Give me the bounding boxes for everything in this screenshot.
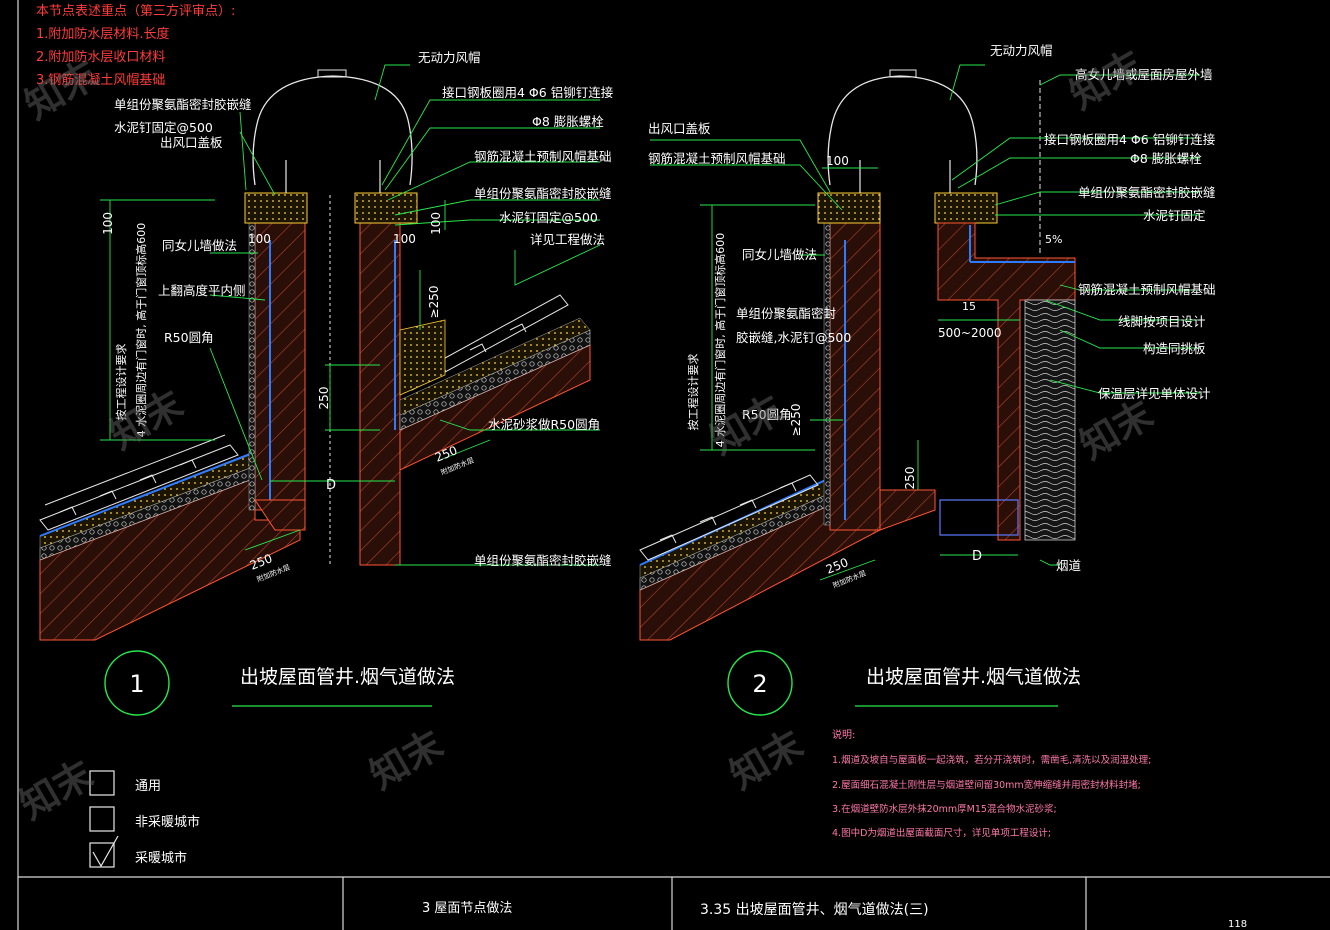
notes-heading: 说明: (832, 728, 855, 741)
label-fillet: R50圆角 (742, 407, 792, 422)
watermark: 知末 (1063, 42, 1151, 118)
label-cap: 无动力风帽 (990, 43, 1053, 58)
label-nail-right: 水泥钉固定@500 (499, 210, 598, 225)
dim-250-right: ≥250 (427, 286, 441, 319)
label-high-wall: 高女儿墙或屋面房屋外墙 (1075, 67, 1213, 82)
watermark: 知末 (1073, 392, 1161, 468)
page-number: 118 (1228, 919, 1247, 930)
note-item: 2.屋面细石混凝土刚性层与烟道壁间留30mm宽伸缩缝并用密封材料封堵; (832, 779, 1141, 791)
dim-slope: 5% (1045, 233, 1062, 246)
dim-d: D (326, 478, 336, 493)
label-outlet-cover: 出风口盖板 (648, 121, 711, 136)
dim-d: D (972, 549, 982, 564)
label-bolt: Φ8 膨胀螺栓 (1130, 151, 1202, 166)
dim-250-right: ≥250 (789, 404, 803, 437)
detail-1-number: 1 (129, 670, 144, 698)
label-sealant-mid: 单组份聚氨酯密封 (736, 306, 836, 321)
detail-2-title: 出坡屋面管井.烟气道做法 (866, 666, 1081, 688)
dim-100: 100 (429, 212, 443, 235)
vertical-note: 按工程设计要求 (686, 354, 700, 431)
label-nail-left: 水泥钉固定@500 (114, 120, 213, 135)
vertical-note: 按工程设计要求 (114, 344, 128, 421)
label-outlet-cover: 出风口盖板 (160, 135, 223, 150)
label-flue: 烟道 (1056, 558, 1082, 573)
legend-label: 非采暖城市 (135, 814, 200, 830)
label-ring-rivet: 接口钢板圈用4 Φ6 铝铆钉连接 (442, 85, 614, 100)
review-item: 3.钢筋混凝土风帽基础 (36, 72, 165, 88)
dim-250-vertical: 250 (317, 387, 331, 410)
label-sealant: 单组份聚氨酯密封胶嵌缝 (1078, 185, 1216, 200)
legend-boxes (89, 770, 119, 868)
label-cap: 无动力风帽 (418, 50, 481, 65)
watermark: 知末 (723, 722, 811, 798)
label-sealant-bottom: 单组份聚氨酯密封胶嵌缝 (474, 553, 612, 568)
dim-100: 100 (101, 212, 115, 235)
watermark: 知末 (363, 722, 451, 798)
label-rc-base-right: 钢筋混凝土预制风帽基础 (1078, 282, 1216, 297)
label-project: 详见工程做法 (530, 232, 605, 247)
label-insulation: 保温层详见单体设计 (1098, 386, 1211, 401)
dim-100: 100 (248, 232, 271, 246)
watermark: 知末 (13, 752, 101, 828)
dim-250: 250 (824, 555, 850, 577)
label-footing: 线脚按项目设计 (1118, 314, 1206, 329)
label-sealant-top: 单组份聚氨酯密封胶嵌缝 (114, 97, 252, 112)
label-fillet: R50圆角 (164, 330, 214, 345)
vertical-note: 4 水泥圈周边有门窗时, 高于门窗顶标高600 (713, 233, 727, 447)
label-flashing: 构造同挑板 (1143, 341, 1206, 356)
detail-1-title: 出坡屋面管井.烟气道做法 (240, 666, 455, 688)
label-rc-base: 钢筋混凝土预制风帽基础 (474, 149, 612, 164)
detail-1-circle (104, 650, 170, 716)
label-sealant-right: 单组份聚氨酯密封胶嵌缝 (474, 186, 612, 201)
detail-2-number: 2 (752, 670, 767, 698)
sheet-title: 3.35 出坡屋面管井、烟气道做法(三) (700, 902, 929, 918)
review-item: 2.附加防水层收口材料 (36, 49, 165, 65)
sheet-frame (17, 0, 1330, 930)
label-rc-base-left: 钢筋混凝土预制风帽基础 (648, 151, 786, 166)
dim-100: 100 (393, 232, 416, 246)
detail-2-geometry (639, 64, 1200, 641)
detail-2-labels: 无动力风帽 高女儿墙或屋面房屋外墙 出风口盖板 接口钢板圈用4 Φ6 铝铆钉连接… (648, 43, 1216, 590)
review-item: 1.附加防水层材料.长度 (36, 26, 170, 42)
label-ring-rivet: 接口钢板圈用4 Φ6 铝铆钉连接 (1044, 132, 1216, 147)
check-icon (92, 835, 119, 868)
dim-250-vertical: 250 (903, 467, 917, 490)
note-item: 4.图中D为烟道出屋面截面尺寸，详见单项工程设计; (832, 827, 1051, 839)
detail-2-circle (727, 650, 793, 716)
section-title: 3 屋面节点做法 (422, 901, 512, 916)
label-parapet: 同女儿墙做法 (742, 247, 817, 262)
label-bolt: Φ8 膨胀螺栓 (532, 114, 604, 129)
vertical-note: 4 水泥圈周边有门窗时, 高于门窗顶标高600 (134, 223, 148, 437)
legend-label: 采暖城市 (135, 850, 187, 866)
label-nail: 水泥钉固定 (1143, 208, 1206, 223)
legend-label: 通用 (135, 779, 161, 794)
review-heading: 本节点表述重点（第三方评审点）: (36, 3, 235, 19)
label-upturn: 上翻高度平内侧 (158, 283, 246, 298)
dim-15: 15 (962, 300, 976, 313)
note-item: 1.烟道及坡自与屋面板一起浇筑，若分开浇筑时，需凿毛,清洗以及润湿处理; (832, 754, 1151, 766)
detail-1-geometry (39, 64, 601, 641)
note-item: 3.在烟道壁防水层外抹20mm厚M15混合物水泥砂浆; (832, 803, 1057, 815)
label-parapet: 同女儿墙做法 (162, 238, 237, 253)
label-sealant-mid: 胶嵌缝,水泥钉@500 (736, 330, 851, 345)
dim-100: 100 (826, 154, 849, 168)
dim-range: 500~2000 (938, 326, 1002, 340)
label-mortar-fillet: 水泥砂浆做R50圆角 (488, 417, 600, 432)
